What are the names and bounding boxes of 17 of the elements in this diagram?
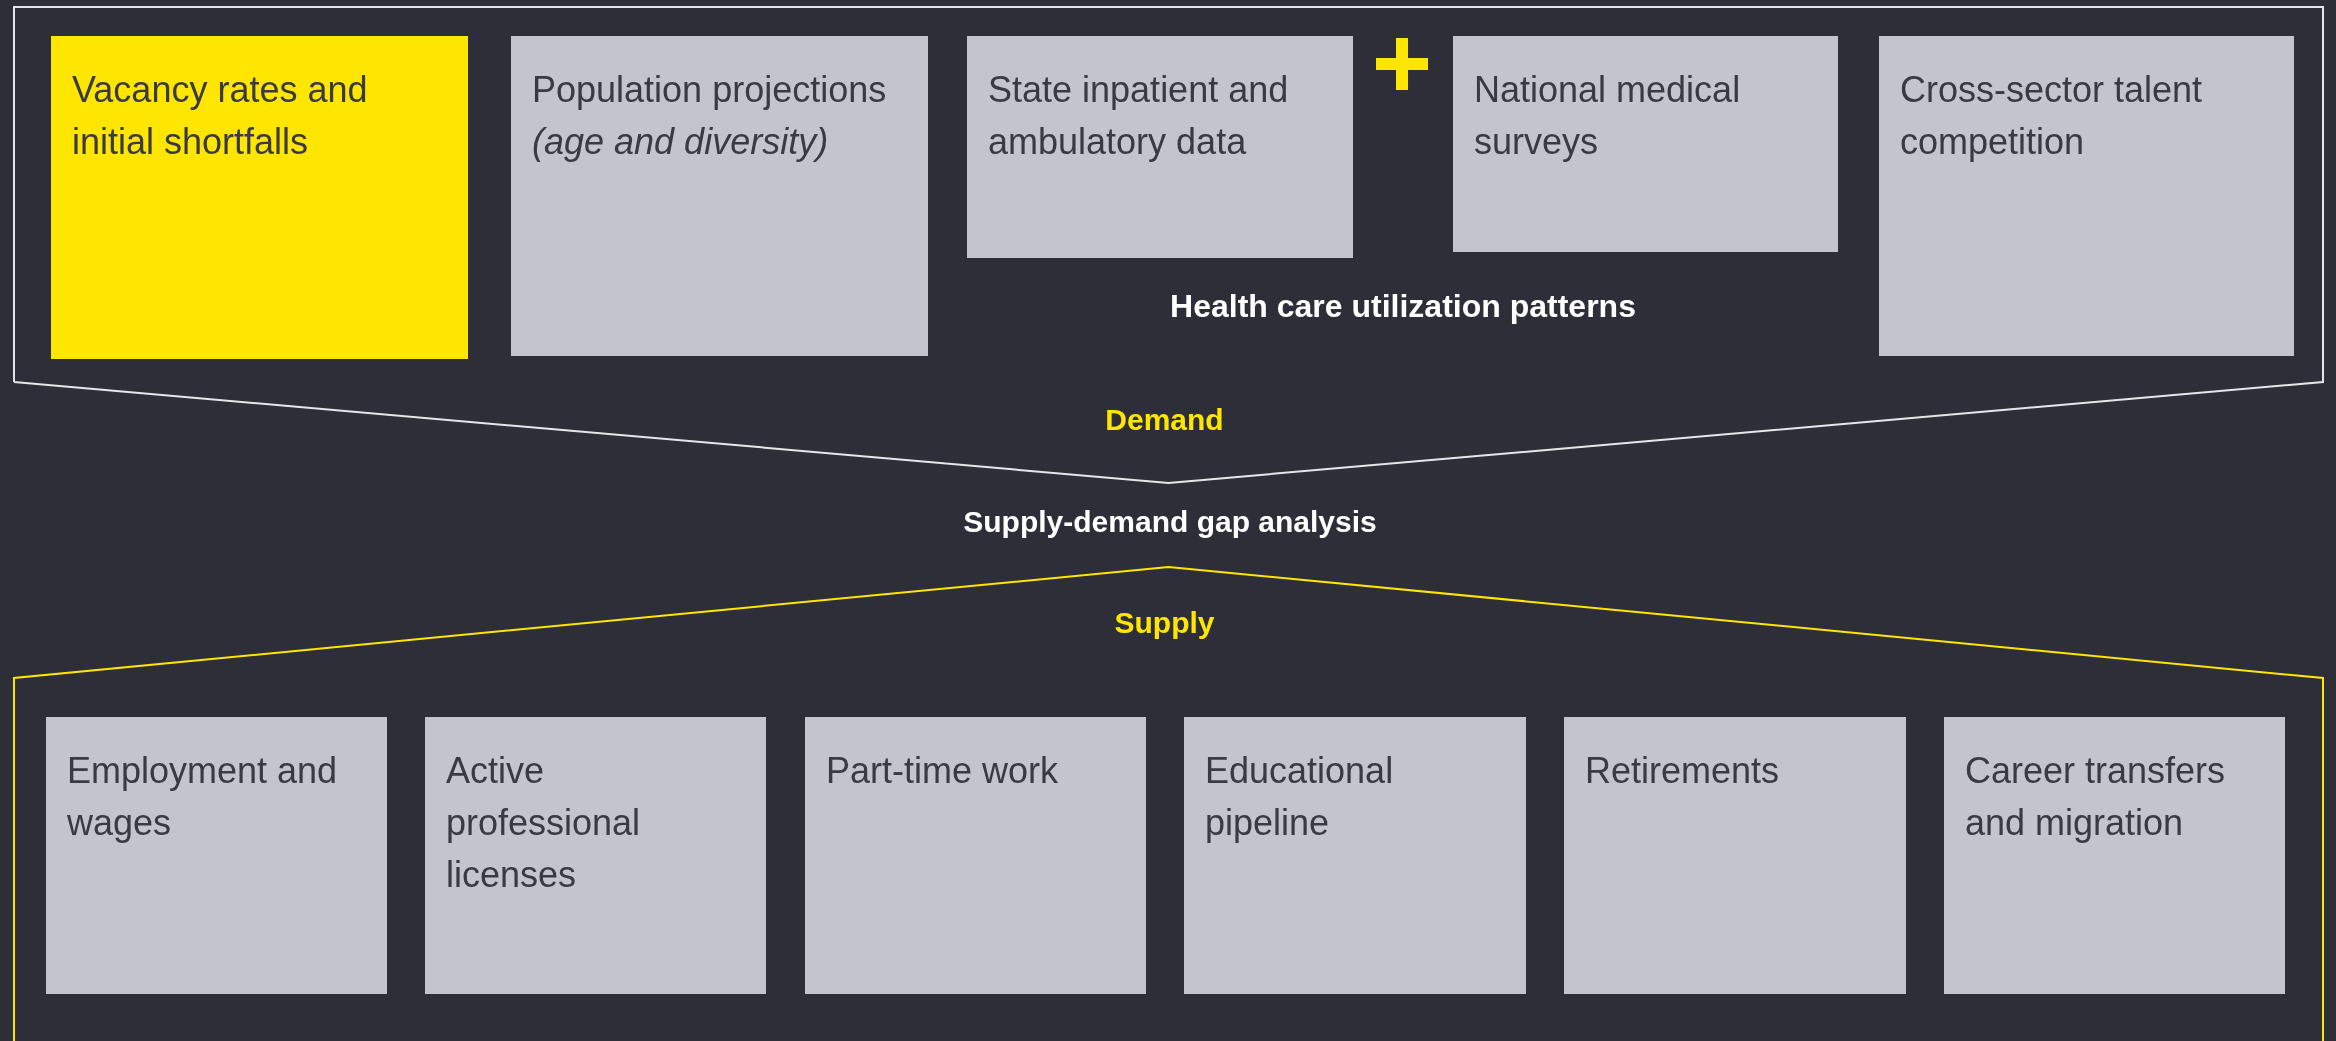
demand-chevron-outline	[13, 6, 2324, 484]
section-label: Demand	[1105, 403, 1224, 437]
info-box: Vacancy rates and initial shortfalls	[51, 36, 468, 359]
info-box: Employment and wages	[46, 717, 387, 994]
group-heading: Health care utilization patterns	[1170, 288, 1636, 325]
info-box: Part-time work	[805, 717, 1146, 994]
supply-chevron-outline	[13, 566, 2324, 1041]
info-box: Active professional licenses	[425, 717, 766, 994]
info-box: Population projections (age and diversity)	[511, 36, 928, 356]
section-label: Supply	[1114, 606, 1215, 640]
info-box: Educational pipeline	[1184, 717, 1526, 994]
info-box: National medical surveys	[1453, 36, 1838, 252]
info-box: Career transfers and migration	[1944, 717, 2285, 994]
info-box: Cross-sector talent competition	[1879, 36, 2294, 356]
info-box: State inpatient and ambulatory data	[967, 36, 1353, 258]
center-heading: Supply-demand gap analysis	[963, 505, 1377, 539]
info-box: Retirements	[1564, 717, 1906, 994]
